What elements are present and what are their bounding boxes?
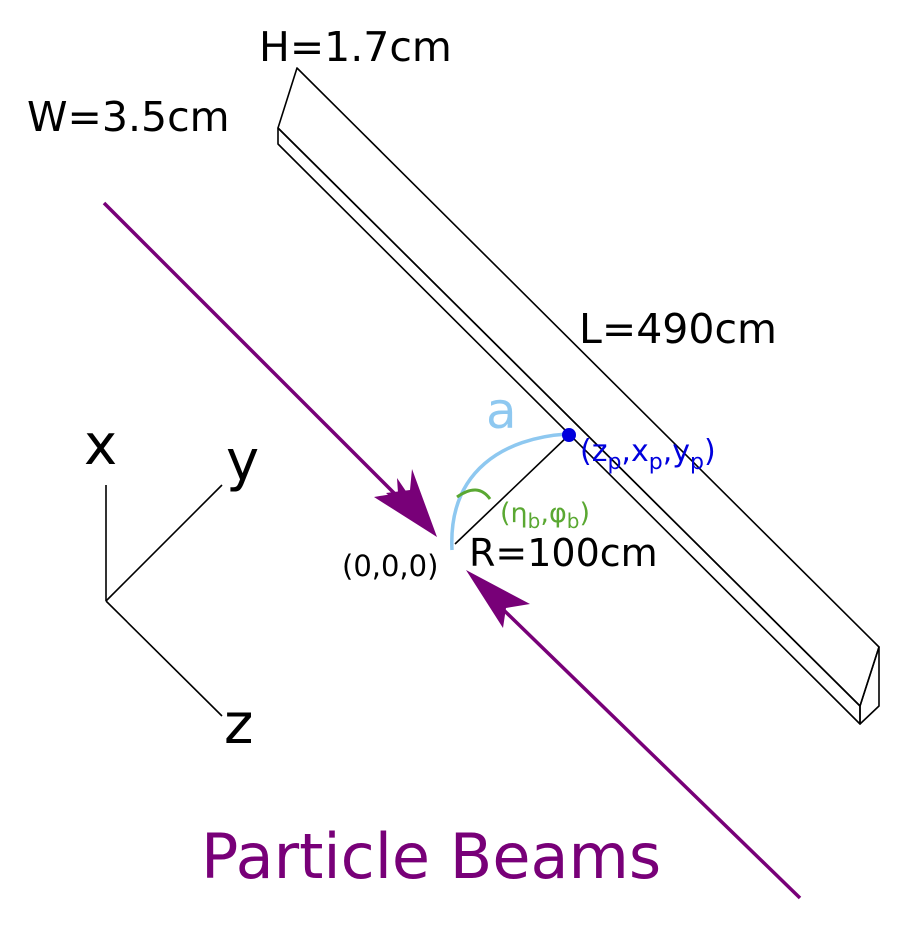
- beams-label: Particle Beams: [201, 820, 661, 893]
- bar-end-face: [859, 646, 880, 725]
- beam-arrowhead-lower: [466, 570, 530, 628]
- axis-y-line: [105, 484, 223, 602]
- axis-z-line: [105, 600, 223, 717]
- point-p: [562, 428, 576, 442]
- origin-label: (0,0,0): [342, 549, 438, 583]
- axis-x-label: x: [84, 413, 117, 478]
- point-coords-label: (zp,xp,yp): [580, 434, 716, 475]
- height-label: H=1.7cm: [259, 23, 452, 71]
- beam-arrow-upper: [102, 201, 437, 537]
- arc-a: [450, 432, 568, 551]
- arc-a-label: a: [486, 382, 517, 440]
- bar-top-face: [277, 67, 880, 707]
- width-label: W=3.5cm: [27, 93, 230, 141]
- length-label: L=490cm: [579, 305, 777, 353]
- axis-y-label: y: [226, 429, 259, 494]
- angle-arc: [456, 488, 492, 500]
- axis-z-label: z: [224, 692, 253, 757]
- angle-label: (ηb,φb): [500, 498, 590, 533]
- radius-line: [454, 434, 570, 545]
- bar-front-face: [277, 127, 861, 725]
- detector-bar: [277, 67, 880, 725]
- axes: [105, 484, 223, 717]
- beam-arrow-lower: [466, 570, 802, 900]
- radius-label: R=100cm: [469, 531, 658, 575]
